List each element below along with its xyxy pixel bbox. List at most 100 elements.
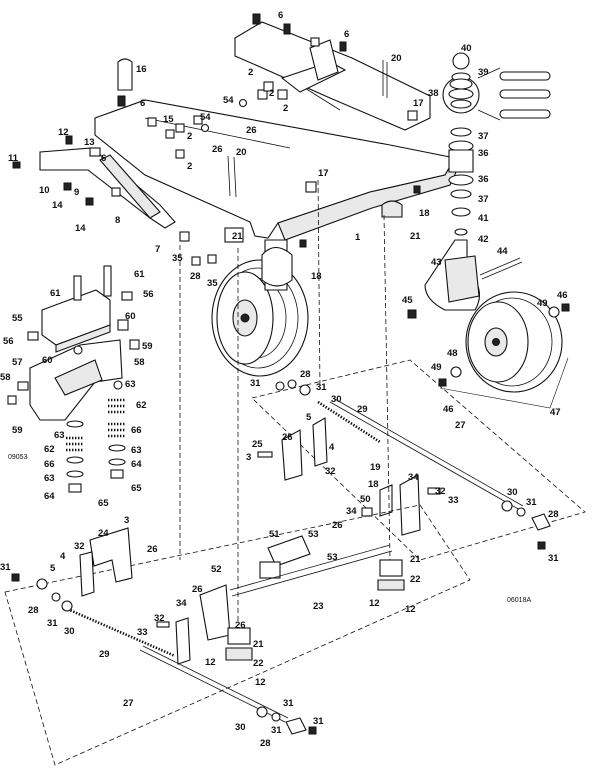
main-code: 06018A [507, 597, 531, 604]
callout-29: 29 [99, 649, 110, 660]
callout-26: 26 [282, 432, 293, 443]
callout-14: 14 [75, 223, 86, 234]
callout-35: 35 [172, 253, 183, 264]
callout-37: 37 [478, 131, 489, 142]
callout-23: 23 [313, 601, 324, 612]
caster-wheel [438, 291, 570, 409]
front-linkage [4, 179, 471, 766]
callout-1: 1 [355, 232, 361, 243]
frame-hardware [12, 13, 421, 266]
callout-46: 46 [557, 290, 568, 301]
mount-detail [7, 265, 140, 493]
callout-2: 2 [187, 131, 192, 142]
callout-53: 53 [308, 529, 319, 540]
callout-31: 31 [250, 378, 261, 389]
callout-4: 4 [60, 551, 66, 562]
callout-30: 30 [64, 626, 75, 637]
callout-28: 28 [28, 605, 39, 616]
callout-35: 35 [207, 278, 218, 289]
callout-38: 38 [428, 88, 439, 99]
callout-47: 47 [550, 407, 561, 418]
callout-26: 26 [147, 544, 158, 555]
callout-64: 64 [44, 491, 55, 502]
callout-56: 56 [3, 336, 14, 347]
callout-2: 2 [187, 161, 192, 172]
callout-12: 12 [58, 127, 69, 138]
callout-31: 31 [548, 553, 559, 564]
callout-27: 27 [455, 420, 466, 431]
callout-62: 62 [136, 400, 147, 411]
callout-10: 10 [39, 185, 50, 196]
callout-31: 31 [313, 716, 324, 727]
callout-28: 28 [190, 271, 201, 282]
callout-40: 40 [461, 43, 472, 54]
callout-31: 31 [0, 562, 11, 573]
callout-18: 18 [311, 271, 322, 282]
callout-31: 31 [526, 497, 537, 508]
callout-17: 17 [318, 168, 329, 179]
callout-16: 16 [136, 64, 147, 75]
callout-32: 32 [435, 486, 446, 497]
callout-48: 48 [447, 348, 458, 359]
callout-12: 12 [255, 677, 266, 688]
callout-18: 18 [419, 208, 430, 219]
callout-59: 59 [12, 425, 23, 436]
callout-66: 66 [44, 459, 55, 470]
callout-36: 36 [478, 174, 489, 185]
callout-36: 36 [478, 148, 489, 159]
callout-31: 31 [47, 618, 58, 629]
callout-31: 31 [316, 382, 327, 393]
callout-54: 54 [223, 95, 234, 106]
callout-27: 27 [123, 698, 134, 709]
callout-11: 11 [8, 153, 19, 164]
callout-66: 66 [131, 425, 142, 436]
callout-50: 50 [360, 494, 371, 505]
callout-8: 8 [115, 215, 120, 226]
callout-58: 58 [134, 357, 145, 368]
callout-26: 26 [246, 125, 257, 136]
callout-31: 31 [283, 698, 294, 709]
callout-28: 28 [260, 738, 271, 749]
callout-26: 26 [235, 620, 246, 631]
callout-32: 32 [154, 613, 165, 624]
callout-21: 21 [232, 231, 243, 242]
callout-26: 26 [212, 144, 223, 155]
callout-17: 17 [413, 98, 424, 109]
callout-5: 5 [306, 412, 312, 423]
callout-26: 26 [332, 520, 343, 531]
callout-64: 64 [131, 459, 142, 470]
callout-63: 63 [44, 473, 55, 484]
callout-2: 2 [283, 103, 288, 114]
callout-12: 12 [405, 604, 416, 615]
callout-25: 25 [252, 439, 263, 450]
callout-44: 44 [497, 246, 508, 257]
callout-20: 20 [236, 147, 247, 158]
callout-2: 2 [269, 88, 274, 99]
callout-55: 55 [12, 313, 23, 324]
callout-7: 7 [155, 244, 160, 255]
callout-3: 3 [246, 452, 251, 463]
callout-20: 20 [391, 53, 402, 64]
callout-59: 59 [142, 341, 153, 352]
callout-62: 62 [44, 444, 55, 455]
callout-6: 6 [140, 98, 145, 109]
callout-19: 19 [370, 462, 381, 473]
callout-30: 30 [507, 487, 518, 498]
callout-61: 61 [134, 269, 145, 280]
callout-39: 39 [478, 67, 489, 78]
callout-49: 49 [537, 298, 548, 309]
callout-12: 12 [369, 598, 380, 609]
callout-5: 5 [50, 563, 56, 574]
callout-57: 57 [12, 357, 23, 368]
callout-58: 58 [0, 372, 11, 383]
callout-22: 22 [253, 658, 264, 669]
callout-26: 26 [192, 584, 203, 595]
callout-12: 12 [205, 657, 216, 668]
callout-63: 63 [125, 379, 136, 390]
callout-14: 14 [52, 200, 63, 211]
callout-65: 65 [98, 498, 109, 509]
callout-34: 34 [346, 506, 357, 517]
callout-24: 24 [98, 528, 109, 539]
callout-15: 15 [163, 114, 174, 125]
